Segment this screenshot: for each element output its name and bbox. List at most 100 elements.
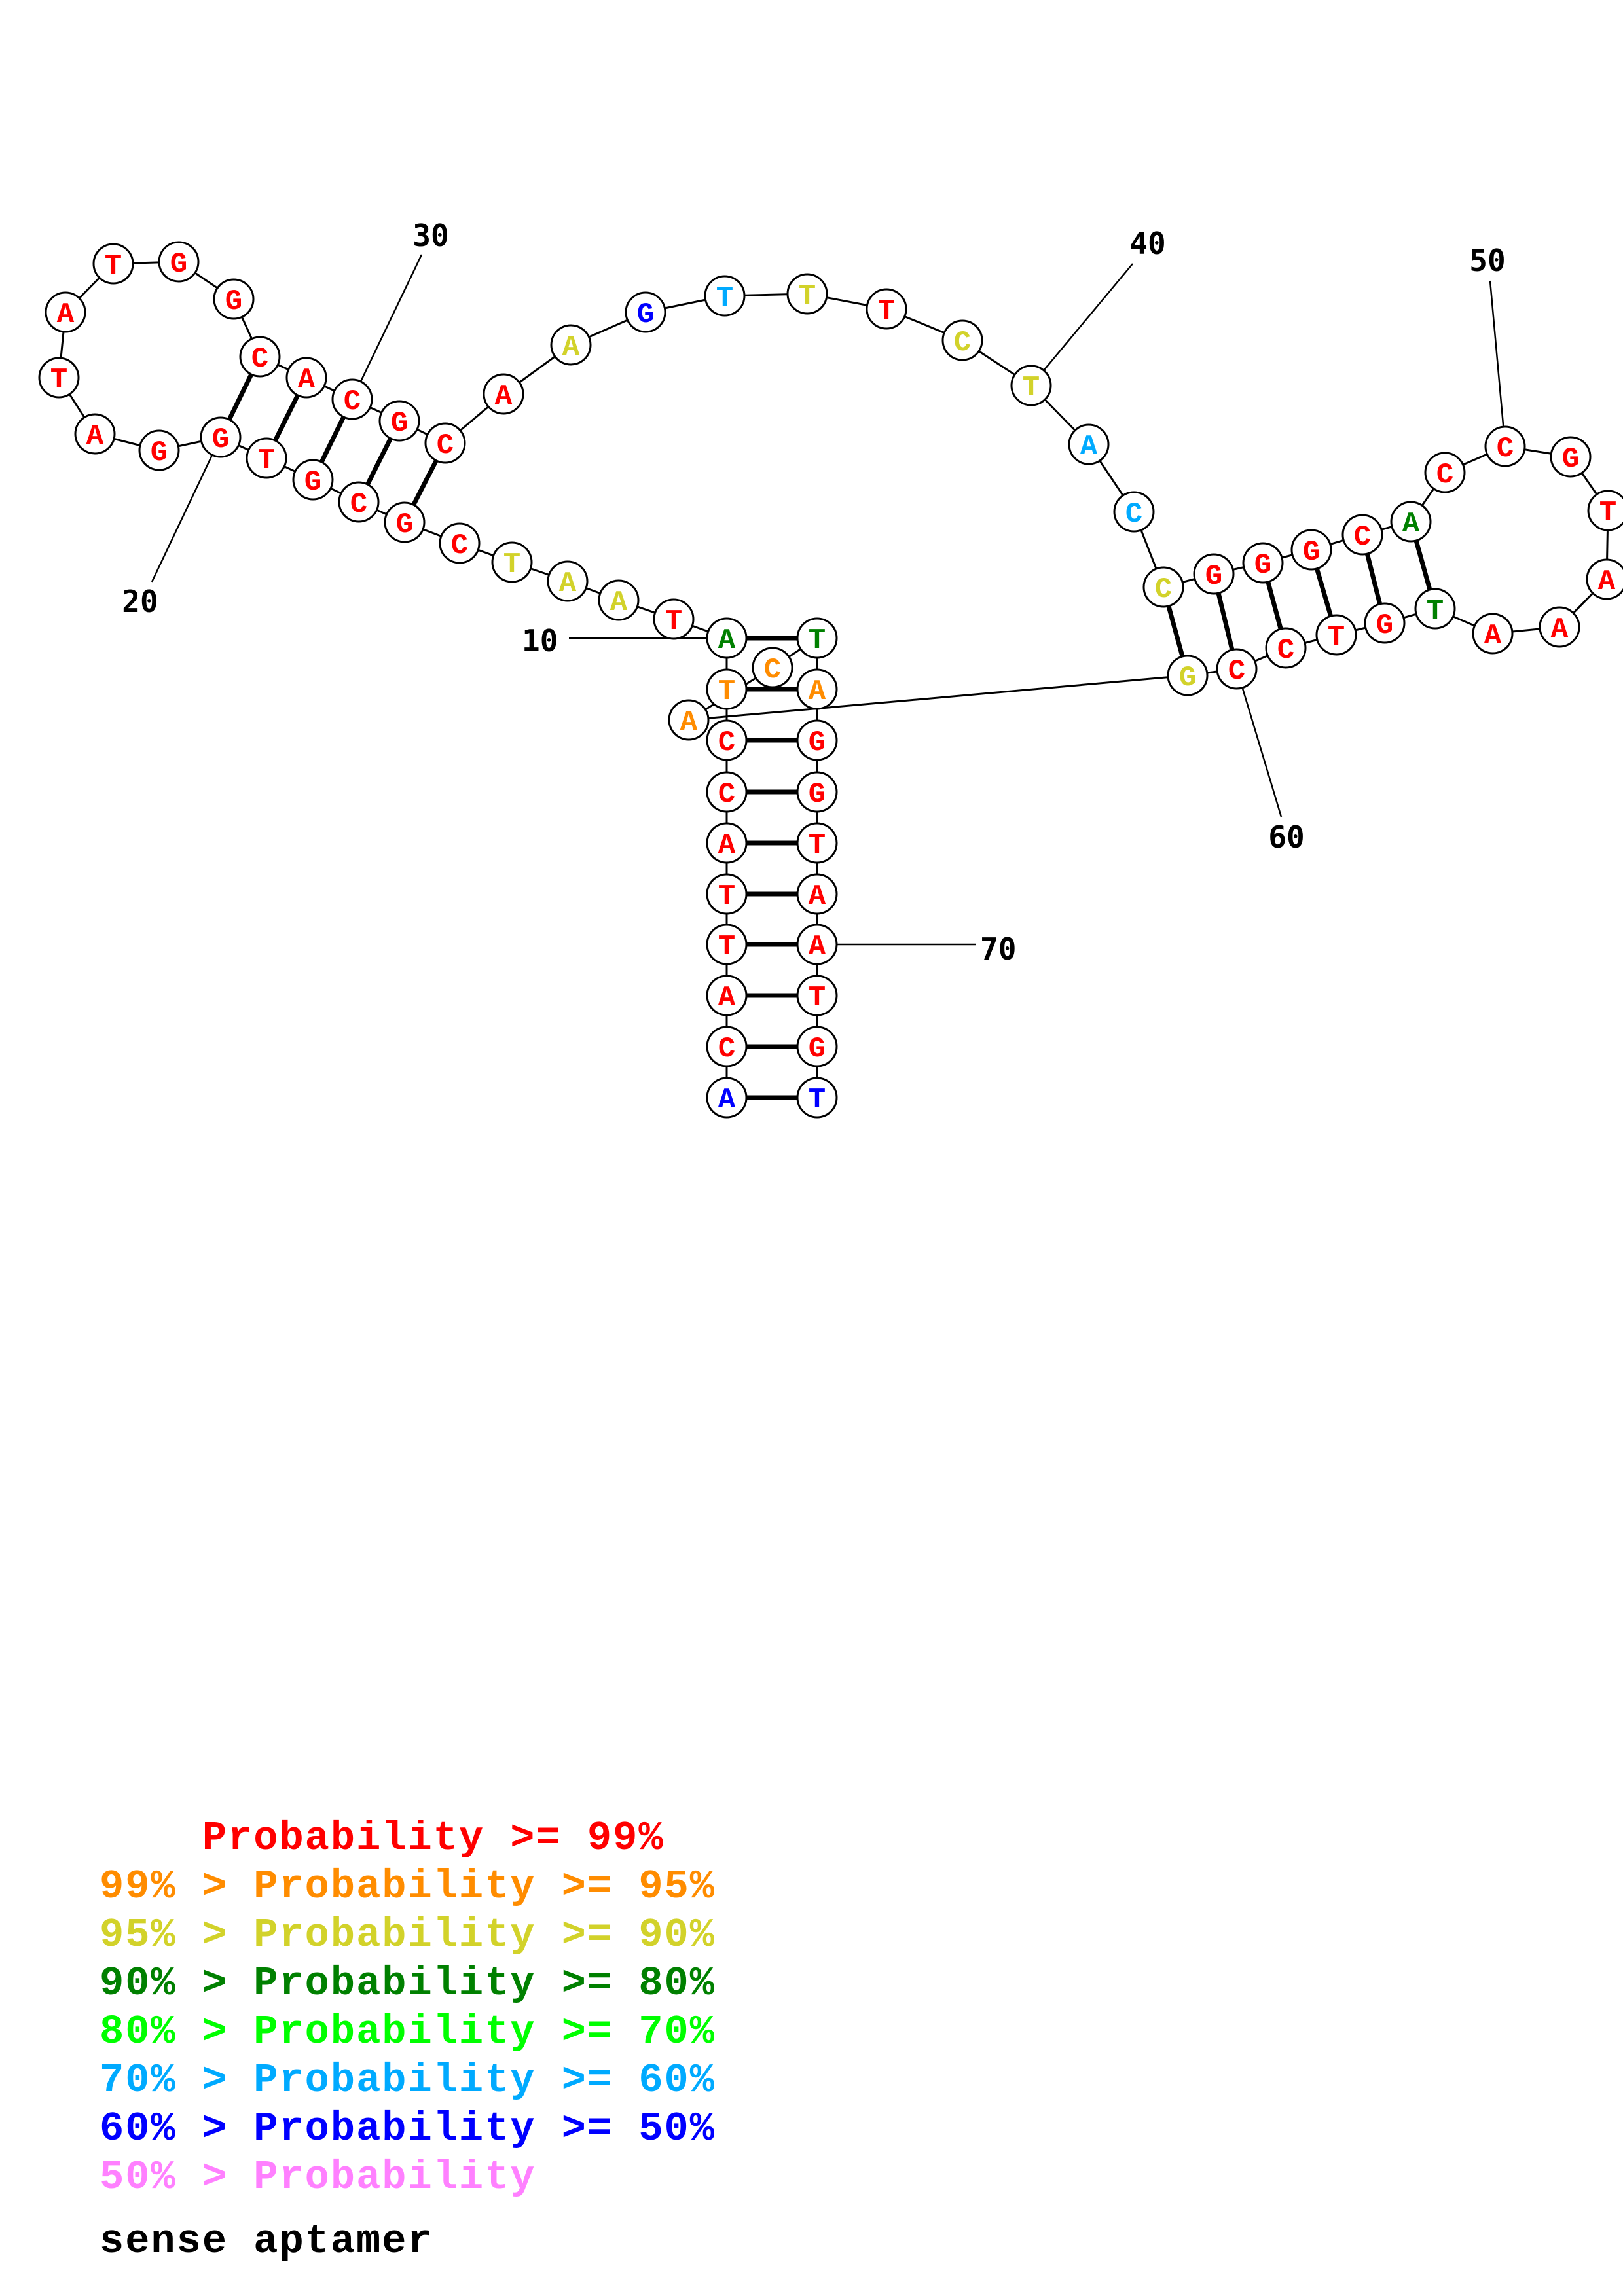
nucleotide-circle [796,617,838,659]
nucleotide-circle [483,373,524,415]
nucleotide-circle [706,1077,748,1119]
nucleotide-circle [1167,655,1209,696]
nucleotide-letter: G [1254,549,1271,582]
nucleotide-13: A [547,560,589,602]
nucleotide-44: G [1193,553,1235,595]
nucleotide-letter: G [809,778,826,811]
nucleotide-circle [796,924,838,965]
nucleotide-37: T [786,273,828,315]
legend-row-p99: Probability >= 99% [100,1814,716,1863]
probability-legend: Probability >= 99% 99% > Probability >= … [100,1814,716,2266]
nucleotide-letter: C [954,327,971,359]
legend-text: Probability >= 60% [253,2057,716,2104]
nucleotide-41: A [1068,423,1110,465]
nucleotide-letter: G [225,285,242,318]
nucleotide-letter: C [350,488,367,521]
nucleotide-70: A [796,924,838,965]
position-label-leader [359,254,423,382]
nucleotide-letter: C [1497,433,1514,465]
position-label-10: 10 [522,623,558,658]
nucleotide-52: T [1587,490,1623,531]
base-pair-bond [273,394,300,442]
legend-row-p95: 99% > Probability >= 95% [100,1863,716,1911]
nucleotide-circle [1484,425,1526,467]
nucleotide-5: T [706,873,748,915]
nucleotide-circle [796,771,838,813]
nucleotide-63: C [752,647,793,689]
nucleotide-34: A [550,324,592,366]
nucleotide-circle [1414,588,1456,630]
base-pair-bond [319,416,346,463]
nucleotide-circle [866,288,907,330]
legend-text: Probability >= 95% [253,1863,716,1910]
legend-text: Probability >= 50% [253,2106,716,2152]
position-label-leader [1489,280,1504,427]
nucleotide-32: C [424,422,466,464]
nucleotide-58: T [1315,614,1357,656]
nucleotide-circle [625,291,666,333]
nucleotide-72: G [796,1026,838,1067]
nucleotide-33: A [483,373,524,415]
nucleotide-circle [706,975,748,1016]
nucleotide-65: A [796,668,838,710]
nucleotide-letter: G [212,423,229,456]
nucleotide-letter: G [304,466,321,499]
position-label-leader [1043,263,1133,371]
nucleotide-28: C [239,336,281,378]
nucleotide-circle [1242,542,1284,584]
nucleotide-circle [752,647,793,689]
nucleotide-circle [74,413,116,455]
nucleotide-36: T [704,275,746,317]
legend-row-low: 50% > Probability [100,2153,716,2202]
position-label-50: 50 [1469,243,1505,278]
nucleotide-circle [1390,501,1432,543]
nucleotide-letter: C [1125,498,1142,531]
nucleotide-20: G [200,416,242,458]
nucleotide-24: A [45,291,86,333]
nucleotide-71: T [796,975,838,1016]
position-label-40: 40 [1129,226,1165,261]
nucleotide-9: T [706,668,748,710]
nucleotide-letter: T [799,280,816,313]
nucleotide-73: T [796,1077,838,1119]
nucleotide-circle [1113,491,1155,533]
nucleotide-letter: T [809,1084,826,1117]
nucleotide-letter: A [680,706,698,739]
nucleotide-21: G [138,429,180,471]
nucleotide-circle [1539,606,1580,648]
nucleotide-letter: A [610,586,628,619]
nucleotide-43: C [1142,566,1184,608]
nucleotide-circle [158,241,200,283]
nucleotide-letter: A [718,982,736,1014]
nucleotide-circle [1216,648,1258,690]
nucleotide-letter: C [251,343,268,376]
base-pair-bond [1364,553,1383,605]
legend-text: Probability >= 90% [253,1912,716,1958]
nucleotide-circle [706,668,748,710]
nucleotide-40: T [1010,365,1052,406]
nucleotide-15: C [439,522,481,564]
nucleotide-circle [941,319,983,361]
nucleotide-54: A [1539,606,1580,648]
nucleotide-circle [1424,452,1466,493]
nucleotide-2: C [706,1026,748,1067]
nucleotide-circle [45,291,86,333]
nucleotide-letter: G [391,407,408,440]
nucleotide-letter: G [170,248,187,281]
nucleotide-4: T [706,924,748,965]
nucleotide-circle [706,822,748,864]
nucleotide-letter: C [1155,573,1172,606]
nucleotide-19: T [246,437,287,479]
nucleotide-letter: G [396,509,413,541]
nucleotide-letter: T [1427,595,1444,628]
nucleotide-circle [796,719,838,761]
nucleotide-circle [424,422,466,464]
nucleotide-circle [547,560,589,602]
nucleotide-1: A [706,1077,748,1119]
nucleotide-35: G [625,291,666,333]
nucleotide-circle [1265,627,1307,669]
nucleotide-letter: C [718,778,735,811]
nucleotide-letter: T [718,675,735,708]
